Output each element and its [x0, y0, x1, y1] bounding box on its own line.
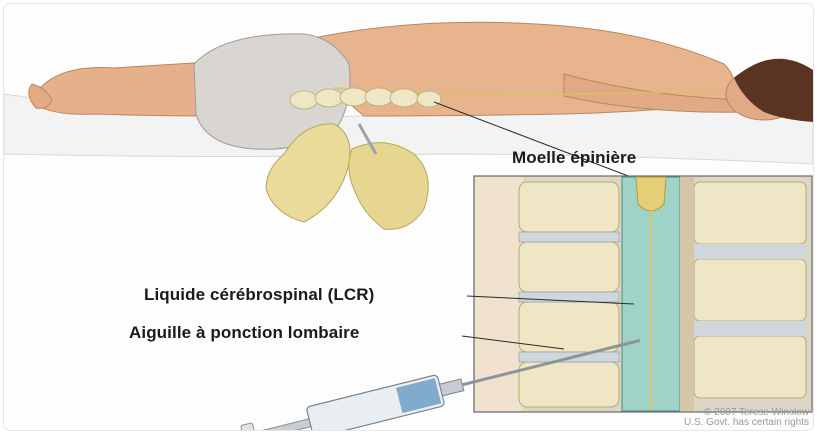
- lumbar-puncture-illustration: [4, 4, 813, 430]
- spinal-cord-tip: [636, 177, 666, 211]
- illustration-frame: Moelle épinière Liquide cérébrospinal (L…: [4, 4, 813, 430]
- spinal-cord-label: Moelle épinière: [512, 148, 636, 168]
- right-glove: [349, 143, 428, 230]
- csf-label: Liquide cérébrospinal (LCR): [144, 285, 374, 305]
- plunger-cap: [241, 423, 259, 430]
- spine-cross-section-inset: [474, 176, 812, 412]
- copyright-credit: © 2007 Terese Winslow U.S. Govt. has cer…: [684, 408, 809, 428]
- needle-label: Aiguille à ponction lombaire: [129, 323, 359, 343]
- syringe-hub: [440, 379, 464, 396]
- patient-legs: [34, 62, 214, 116]
- vertebral-bodies-right: [694, 182, 806, 398]
- credit-line-2: U.S. Govt. has certain rights: [684, 418, 809, 428]
- plunger-rod: [255, 418, 315, 430]
